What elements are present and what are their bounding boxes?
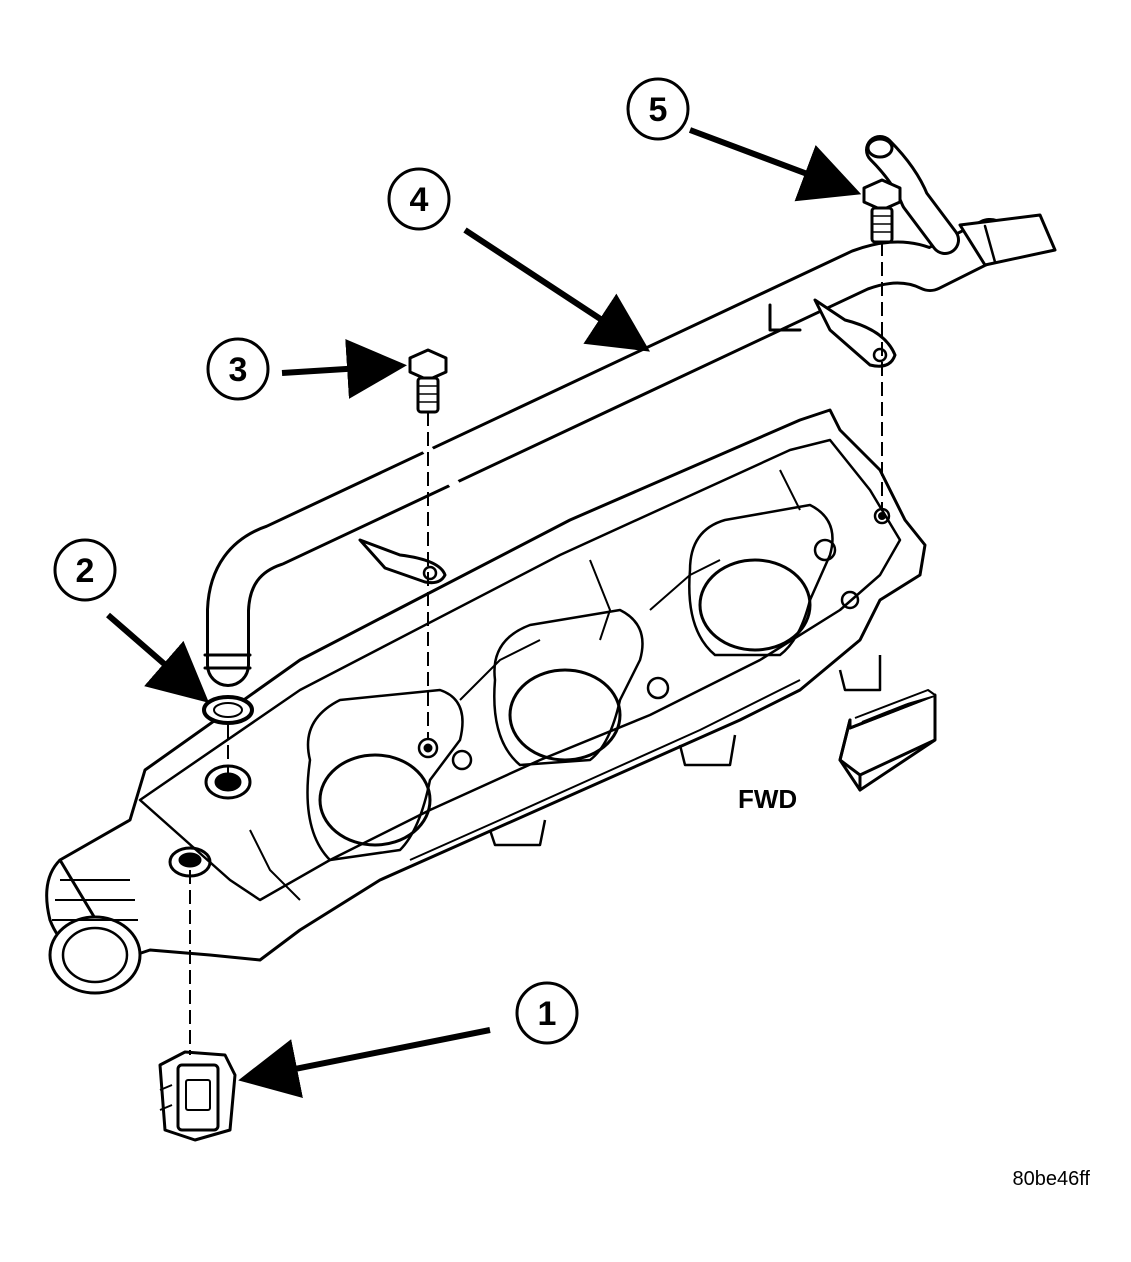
callout-4-label: 4 <box>410 181 429 219</box>
leader-arrow-3 <box>281 339 407 399</box>
figure-code: 80be46ff <box>1013 1168 1091 1190</box>
callout-2: 2 <box>53 538 117 602</box>
callout-2-label: 2 <box>76 552 95 590</box>
callout-1: 1 <box>515 981 579 1045</box>
coolant-tube <box>203 135 1057 687</box>
leader-arrow-5 <box>688 127 862 202</box>
leader-arrow-2 <box>106 612 210 703</box>
temperature-sensor <box>158 1050 237 1142</box>
o-ring <box>202 695 254 725</box>
forward-arrow-icon <box>838 689 937 792</box>
callout-3-label: 3 <box>229 351 248 389</box>
callout-1-label: 1 <box>538 995 557 1033</box>
intake-manifold <box>45 408 927 995</box>
callout-4: 4 <box>387 167 451 231</box>
alignment-lines <box>189 242 883 1055</box>
bolt-5 <box>862 178 902 244</box>
callout-5-label: 5 <box>649 91 668 129</box>
leader-arrow-1 <box>238 1027 491 1099</box>
leader-arrow-4 <box>463 227 651 352</box>
bolt-3 <box>408 348 448 414</box>
fwd-label: FWD <box>738 784 797 814</box>
callout-5: 5 <box>626 77 690 141</box>
callout-3: 3 <box>206 337 270 401</box>
callout-arrows <box>106 127 862 1099</box>
